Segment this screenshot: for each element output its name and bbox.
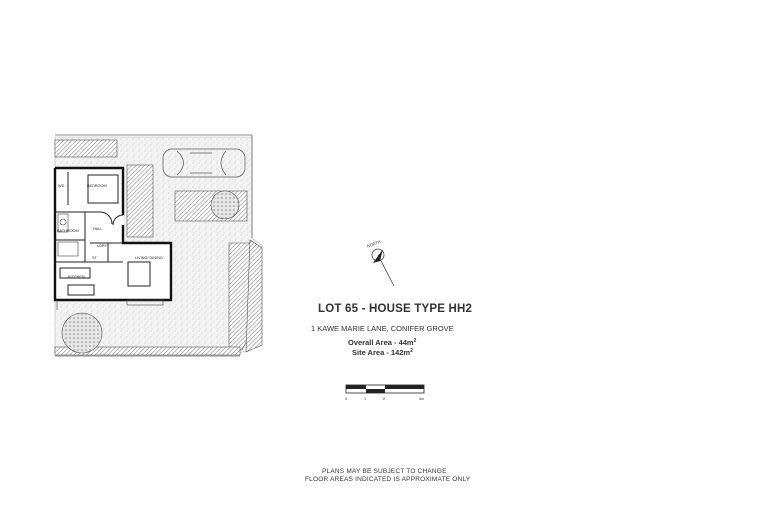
room-label-ldry: LDRY (97, 244, 108, 248)
scale-tick-2: 2 (383, 397, 385, 401)
site-area-value: Site Area - 142m (352, 348, 411, 357)
house-floor-plan: BEDROOM WD BATHROOM HALL LDRY ST LIVING/… (53, 166, 173, 310)
north-arrow: NORTH (366, 239, 395, 287)
room-label-living-dining: LIVING/ DINING (135, 256, 163, 260)
site-boundary (55, 134, 253, 357)
overall-area-unit: 2 (413, 338, 417, 344)
site-area: Site Area - 142m2 (352, 348, 413, 357)
lot-title: LOT 65 - HOUSE TYPE HH2 (318, 303, 473, 315)
car-outline (162, 148, 246, 178)
disclaimer-line-1: PLANS MAY BE SUBJECT TO CHANGE (322, 468, 447, 475)
room-label-bedroom: BEDROOM (87, 184, 107, 188)
overall-area: Overall Area - 44m2 (348, 338, 416, 347)
garden-beds (61, 190, 240, 354)
scale-bar: 0 1 2 4m (345, 384, 425, 401)
overall-area-value: Overall Area - 44m (348, 338, 414, 347)
room-label-st: ST (92, 256, 98, 260)
room-label-wd: WD (58, 184, 65, 188)
scale-tick-0: 0 (345, 397, 347, 401)
scale-tick-1: 1 (364, 397, 366, 401)
scale-tick-4: 4m (419, 397, 424, 401)
room-label-kitchen: KITCHEN (68, 275, 85, 279)
room-label-bathroom: BATHROOM (57, 229, 79, 233)
site-area-unit: 2 (410, 348, 413, 354)
disclaimer-line-2: FLOOR AREAS INDICATED IS APPROXIMATE ONL… (305, 476, 471, 483)
lot-address: 1 KAWE MARIE LANE, CONIFER GROVE (311, 324, 454, 333)
room-label-hall: HALL (93, 227, 103, 231)
north-label: NORTH (366, 239, 381, 249)
